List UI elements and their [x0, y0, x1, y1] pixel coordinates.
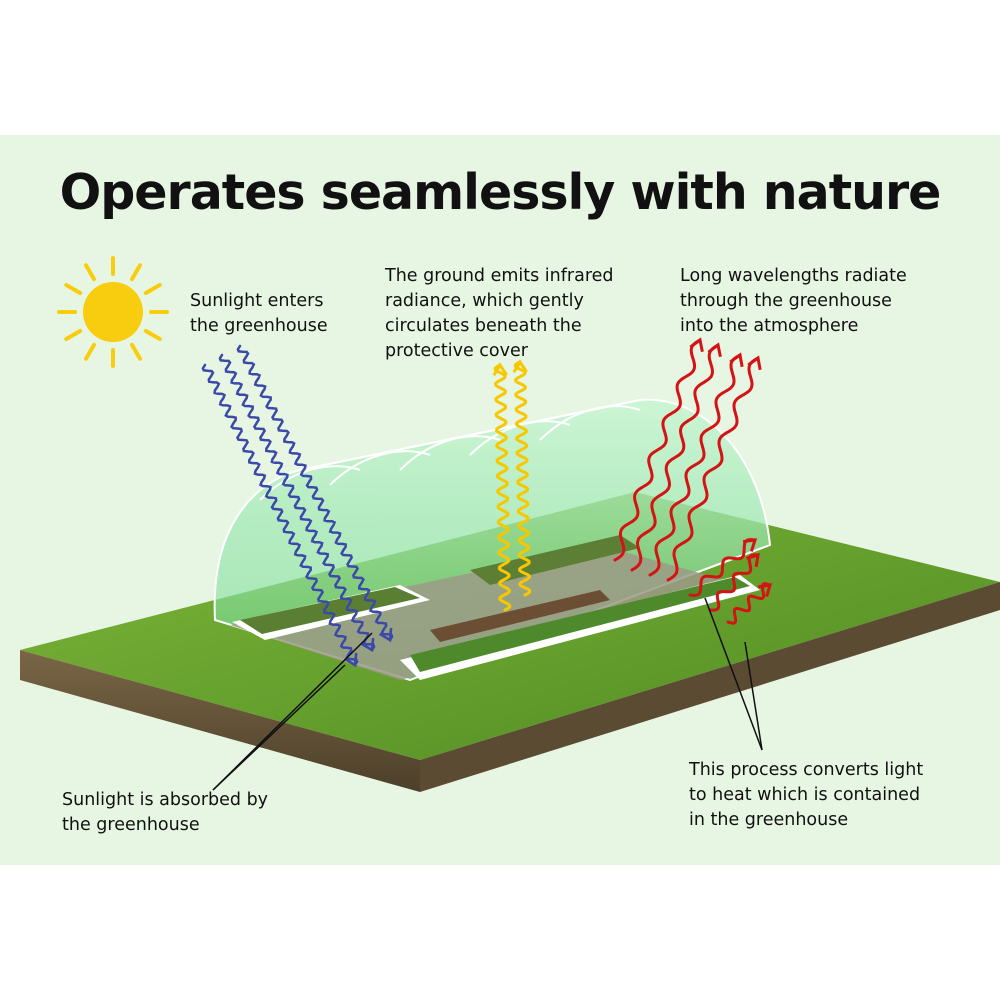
long-wavelength-arrow [648, 352, 744, 577]
sunlight-enters-label: Sunlight enters the greenhouse [190, 291, 328, 336]
long-wavelength-arrow [666, 355, 762, 582]
page-title: Operates seamlessly with nature [59, 164, 942, 221]
sunlight-wave [218, 353, 376, 653]
long-wavelength-arrow [688, 538, 758, 597]
sun-ray [64, 329, 83, 341]
long-wavelength-arrow [708, 552, 760, 612]
sun-ray [130, 263, 142, 282]
sunlight-wave [201, 363, 359, 668]
long-wavelengths-label: Long wavelengths radiate through the gre… [680, 266, 907, 336]
sun-ray [130, 342, 142, 361]
sun-ray [64, 283, 83, 295]
sun-ray [84, 342, 96, 361]
infrared-wave [492, 362, 512, 612]
long-wavelength-arrow [613, 337, 704, 562]
sun-ray [143, 329, 162, 341]
infrared-wave [512, 359, 532, 597]
sunlight-waves [201, 344, 394, 668]
sunlight-absorbed-label: Sunlight is absorbed by the greenhouse [62, 790, 269, 835]
pointer-lines [212, 597, 763, 791]
long-wavelength-arrow [630, 342, 722, 572]
sun-ray [143, 283, 162, 295]
infrared-waves [492, 359, 532, 612]
long-wavelength-arrows [613, 337, 773, 625]
sun-ray [84, 263, 96, 282]
sun-icon [57, 256, 169, 368]
ground-emits-label: The ground emits infrared radiance, whic… [385, 266, 614, 361]
process-converts-label: This process converts light to heat whic… [689, 760, 924, 830]
long-wavelength-arrow [726, 582, 773, 625]
sunlight-wave [236, 344, 394, 643]
